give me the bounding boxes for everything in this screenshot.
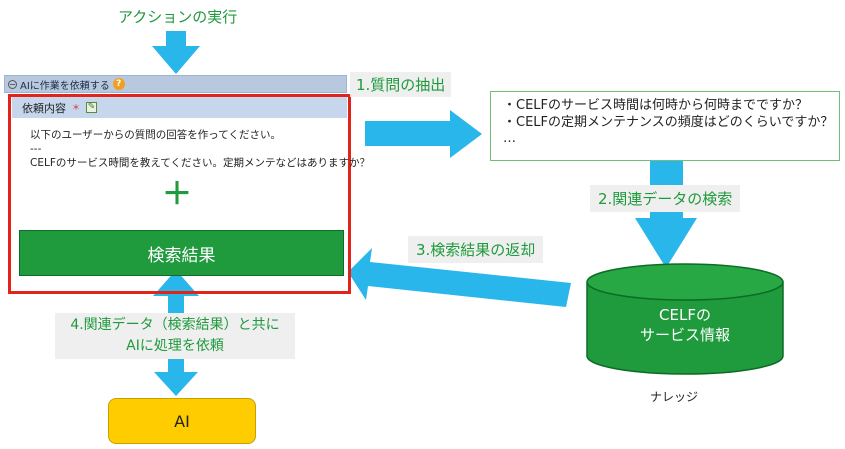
- step2-label: 2.関連データの検索: [590, 185, 741, 212]
- step1-label: 1.質問の抽出: [350, 72, 452, 97]
- action-label: アクションの実行: [118, 8, 238, 26]
- database-line1: CELFの: [659, 306, 711, 324]
- step3-label: 3.検索結果の返却: [408, 236, 544, 263]
- plus-icon: ＋: [162, 177, 192, 212]
- question-item: ・CELFの定期メンテナンスの頻度はどのくらいですか？: [503, 114, 834, 130]
- search-result-box: 検索結果: [19, 230, 344, 276]
- step4-label: 4.関連データ（検索結果）と共に AIに処理を依頼: [55, 313, 295, 359]
- database-line2: サービス情報: [639, 326, 730, 344]
- database-label: CELFの サービス情報: [585, 305, 785, 345]
- step4-line2: AIに処理を依頼: [126, 338, 224, 354]
- down-arrow-action: [152, 31, 200, 74]
- database-icon: [586, 263, 784, 375]
- request-text: 以下のユーザーからの質問の回答を作ってください。 --- CELFのサービス時間…: [30, 129, 371, 169]
- ai-box: AI: [108, 398, 256, 444]
- collapse-icon[interactable]: −: [8, 79, 17, 89]
- panel-header[interactable]: − AIに作業を依頼する ?: [4, 75, 347, 93]
- request-field-label: 依頼内容 ＊ ✎: [12, 97, 347, 118]
- step4-line1: 4.関連データ（検索結果）と共に: [70, 317, 280, 333]
- questions-box: ・CELFのサービス時間は何時から何時までですか？ ・CELFの定期メンテナンス…: [490, 91, 840, 161]
- knowledge-caption: ナレッジ: [650, 390, 699, 404]
- return-arrow: [348, 248, 571, 307]
- right-arrow-extract: [365, 110, 482, 158]
- field-label: 依頼内容: [22, 101, 66, 115]
- highlight-frame: [8, 94, 351, 294]
- edit-icon[interactable]: ✎: [86, 102, 97, 113]
- help-icon[interactable]: ?: [112, 78, 125, 90]
- question-item: …: [503, 131, 516, 146]
- question-item: ・CELFのサービス時間は何時から何時までですか？: [503, 98, 809, 113]
- down-arrow-ai: [154, 359, 198, 396]
- required-mark: ＊: [72, 103, 80, 112]
- panel-title: AIに作業を依頼する: [20, 80, 110, 92]
